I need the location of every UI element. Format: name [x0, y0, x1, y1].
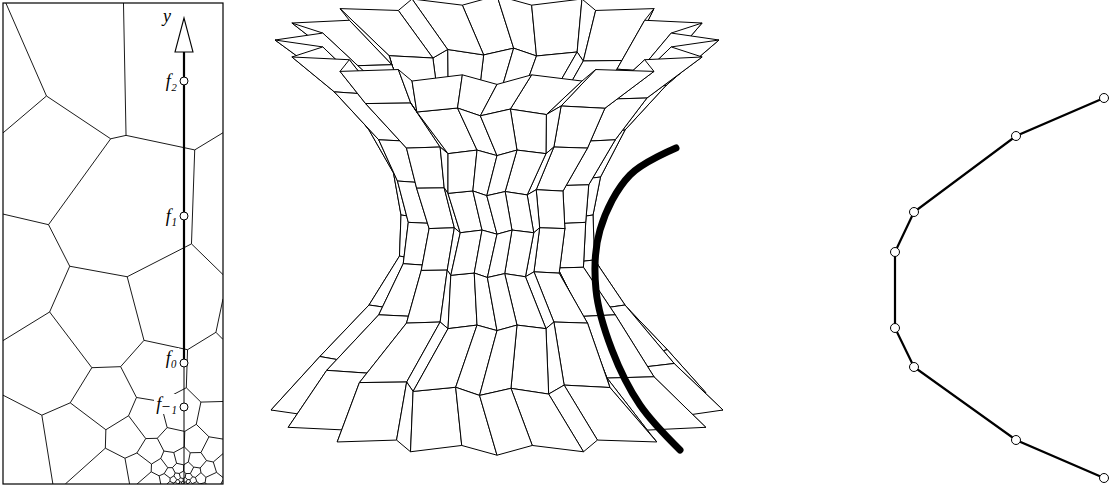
surface-face	[337, 382, 406, 442]
axis-point	[180, 403, 188, 411]
surface-face	[480, 388, 533, 455]
surface-face	[480, 325, 517, 395]
surface-face	[440, 147, 448, 193]
surface-face	[536, 190, 565, 229]
surface-face	[497, 0, 536, 56]
polyline-vertex	[891, 324, 900, 333]
axis-label: y	[161, 6, 173, 26]
profile-curve	[595, 148, 680, 450]
profile-polyline	[891, 94, 1109, 483]
axis-arrowhead	[175, 18, 193, 52]
polyline-vertex	[910, 208, 919, 217]
surface-face	[411, 387, 462, 452]
surface-face	[406, 147, 444, 188]
polyline-vertex	[910, 363, 919, 372]
polyline-vertex	[1100, 94, 1109, 103]
polyline-vertex	[1012, 132, 1021, 141]
surface-face	[487, 150, 517, 196]
surface-face	[487, 192, 512, 235]
surface-face	[532, 0, 582, 56]
axis-point	[180, 212, 188, 220]
axis-segment	[183, 52, 185, 363]
panel-frame	[3, 3, 223, 484]
folded-surface	[271, 0, 723, 455]
surface-face	[480, 109, 517, 156]
surface-face	[561, 185, 589, 224]
surface-face	[511, 325, 549, 394]
surface-face	[412, 75, 462, 112]
point-label: f₀	[164, 348, 179, 368]
polyline-vertex	[1100, 474, 1109, 483]
point-label: f₁	[164, 206, 179, 226]
cell-edges	[3, 3, 223, 484]
point-label: f₂	[164, 71, 179, 91]
polyline-vertex	[1012, 436, 1021, 445]
surface-face	[487, 230, 512, 277]
axis-point	[180, 359, 188, 367]
y-axis	[184, 52, 185, 484]
surface-face	[448, 273, 477, 329]
surface-face	[487, 274, 517, 331]
polyline	[895, 98, 1104, 478]
axis-point	[180, 77, 188, 85]
tiling-panel	[3, 3, 223, 484]
point-label: f₋₁	[154, 394, 179, 414]
surface-face	[554, 106, 605, 148]
surface-face	[448, 150, 477, 193]
polyline-vertex	[891, 248, 900, 257]
